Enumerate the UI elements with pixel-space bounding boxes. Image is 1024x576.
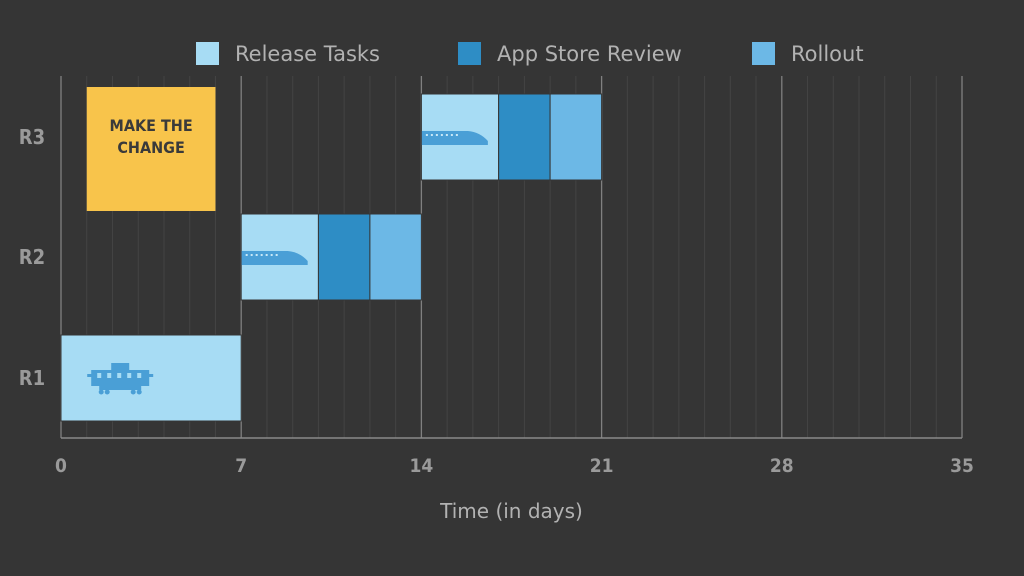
caboose-cupola: [111, 363, 130, 370]
caboose-window: [127, 373, 132, 378]
train-window: [450, 134, 453, 136]
caboose-window: [137, 373, 142, 378]
train-window: [425, 134, 428, 136]
train-window: [455, 134, 458, 136]
bar-segment: [369, 213, 422, 301]
caboose-wheel: [136, 389, 142, 395]
category-label: R2: [19, 245, 45, 269]
legend: Release Tasks App Store Review Rollout: [196, 42, 864, 66]
legend-item: Release Tasks: [196, 42, 380, 66]
axes: 0 7 14 21 28 35 R1 R2 R3: [19, 125, 974, 477]
legend-swatch: [196, 42, 219, 65]
legend-label: Rollout: [791, 42, 864, 66]
bar-segment: [498, 93, 551, 181]
legend-label: App Store Review: [497, 42, 682, 66]
bullet-train-icon: [421, 131, 488, 145]
x-axis-title: Time (in days): [439, 499, 583, 523]
x-tick-label: 21: [590, 455, 614, 477]
train-window: [245, 254, 248, 256]
sticky-note-text: MAKE THE: [110, 116, 193, 135]
legend-item: Rollout: [752, 42, 864, 66]
bullet-train-icon: [241, 251, 308, 265]
caboose-window: [117, 373, 122, 378]
train-window: [250, 254, 253, 256]
train-window: [270, 254, 273, 256]
train-window: [445, 134, 448, 136]
train-window: [430, 134, 433, 136]
train-icons: [87, 131, 488, 395]
bar-segment: [317, 213, 371, 301]
legend-swatch: [458, 42, 481, 65]
train-window: [260, 254, 263, 256]
train-window: [265, 254, 268, 256]
train-window: [275, 254, 278, 256]
train-window: [440, 134, 443, 136]
train-body: [421, 131, 488, 141]
category-label: R3: [19, 125, 45, 149]
caboose-window: [107, 373, 112, 378]
caboose-wheel: [98, 389, 104, 395]
train-base: [421, 141, 488, 145]
caboose-window: [97, 373, 102, 378]
caboose-wheel: [104, 389, 110, 395]
train-window: [435, 134, 438, 136]
sticky-note: MAKE THE CHANGE: [86, 87, 216, 211]
x-tick-label: 14: [410, 455, 434, 477]
sticky-note-text: CHANGE: [117, 138, 184, 157]
x-tick-label: 35: [950, 455, 974, 477]
caboose-wheel: [130, 389, 136, 395]
bar-segment: [60, 334, 242, 422]
x-tick-label: 0: [55, 455, 67, 477]
caboose-train-icon: [87, 363, 154, 395]
train-body: [241, 251, 308, 261]
bar-segment: [549, 93, 603, 181]
x-tick-label: 7: [235, 455, 247, 477]
category-label: R1: [19, 366, 45, 390]
legend-swatch: [752, 42, 775, 65]
legend-label: Release Tasks: [235, 42, 380, 66]
make-the-change-note: MAKE THE CHANGE: [86, 87, 216, 211]
train-base: [241, 261, 308, 265]
caboose-chassis: [99, 386, 142, 390]
legend-item: App Store Review: [458, 42, 682, 66]
train-window: [255, 254, 258, 256]
x-tick-label: 28: [770, 455, 794, 477]
sticky-note-paper: [86, 87, 216, 211]
